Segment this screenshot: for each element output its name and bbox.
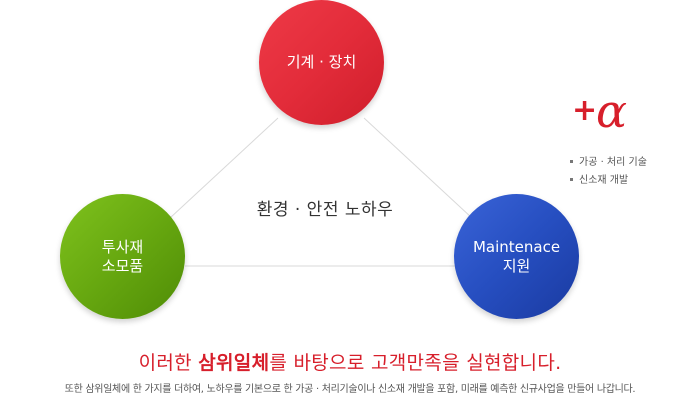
alpha-list-item: 신소재 개발	[570, 172, 647, 190]
headline-suffix: 를 바탕으로 고객만족을 실현합니다.	[269, 352, 562, 374]
alpha-symbol: α	[596, 84, 628, 138]
alpha-list-item: 가공 · 처리 기술	[570, 154, 647, 172]
node-maintenance-line1: Maintenace	[472, 237, 561, 256]
headline: 이러한 삼위일체를 바탕으로 고객만족을 실현합니다.	[0, 351, 700, 375]
node-consumables-line2: 소모품	[101, 256, 144, 275]
node-machinery-label: 기계 · 장치	[286, 53, 357, 71]
alpha-item-processing: 가공 · 처리 기술	[579, 157, 647, 168]
alpha-list: 가공 · 처리 기술 신소재 개발	[570, 154, 647, 190]
headline-emphasis: 삼위일체	[198, 352, 270, 374]
headline-prefix: 이러한	[138, 352, 199, 374]
connector-top-left	[169, 117, 279, 219]
bullet-icon	[570, 177, 573, 181]
alpha-plus: +	[572, 93, 598, 128]
bullet-icon	[570, 159, 573, 163]
center-label: 환경 · 안전 노하우	[256, 200, 394, 220]
node-maintenance: Maintenace 지원	[454, 194, 579, 319]
subline: 또한 삼위일체에 한 가지를 더하여, 노하우를 기본으로 한 가공 · 처리기…	[64, 384, 636, 395]
node-consumables-line1: 투사재	[101, 237, 144, 256]
connector-top-right	[363, 117, 473, 219]
node-consumables: 투사재 소모품	[60, 194, 185, 319]
alpha-item-material: 신소재 개발	[579, 175, 629, 186]
node-maintenance-line2: 지원	[502, 256, 531, 275]
node-machinery: 기계 · 장치	[259, 0, 384, 125]
